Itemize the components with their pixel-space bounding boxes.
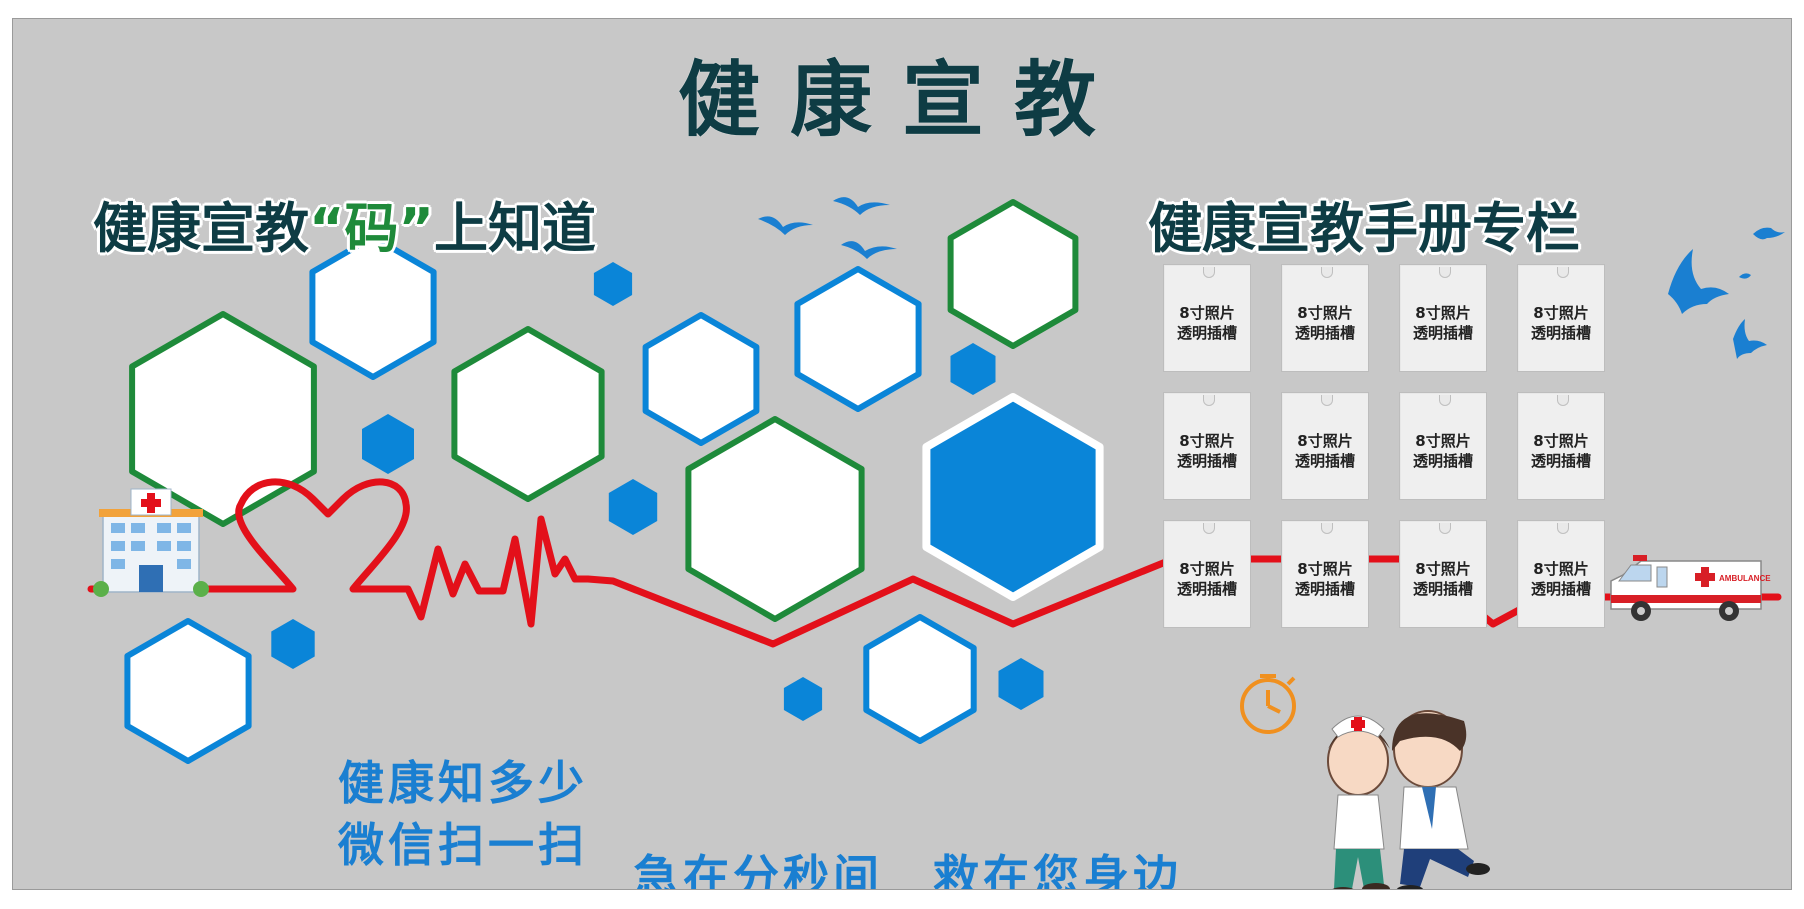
hexagon-dot bbox=[608, 479, 658, 535]
hexagon-frame bbox=[947, 199, 1079, 349]
slot-notch bbox=[1518, 265, 1604, 279]
hexagon-frame bbox=[794, 266, 922, 412]
slot-label: 8寸照片透明插槽 bbox=[1282, 559, 1368, 599]
hexagon-frame bbox=[129, 311, 317, 527]
bird-icon bbox=[758, 197, 897, 259]
slot-label-line-2: 透明插槽 bbox=[1412, 452, 1473, 470]
slot-label-line-2: 透明插槽 bbox=[1412, 580, 1473, 598]
slot-notch bbox=[1282, 521, 1368, 535]
photo-slot: 8寸照片透明插槽 bbox=[1163, 264, 1251, 372]
slot-label-line-2: 透明插槽 bbox=[1294, 452, 1355, 470]
heartbeat-line bbox=[87, 478, 1782, 648]
slot-label: 8寸照片透明插槽 bbox=[1400, 303, 1486, 343]
slot-label-line-1: 8寸照片 bbox=[1533, 432, 1589, 450]
health-education-board: AMBULANCE 健康宣教 健康宣教“码”上知道 健康宣教手册专栏 8寸照 bbox=[12, 18, 1792, 890]
photo-slot: 8寸照片透明插槽 bbox=[1163, 520, 1251, 628]
qr-slogan-line-2: 微信扫一扫 bbox=[338, 818, 588, 872]
doctor-nurse-illustration bbox=[1327, 710, 1490, 889]
slot-label-line-1: 8寸照片 bbox=[1533, 304, 1589, 322]
hexagon-frame bbox=[642, 312, 760, 446]
slot-label: 8寸照片透明插槽 bbox=[1518, 303, 1604, 343]
photo-slot: 8寸照片透明插槽 bbox=[1517, 264, 1605, 372]
hospital-icon bbox=[93, 488, 209, 597]
hexagon-frame bbox=[685, 416, 865, 622]
slot-label-line-1: 8寸照片 bbox=[1415, 304, 1471, 322]
slot-label-line-1: 8寸照片 bbox=[1297, 432, 1353, 450]
slot-label-line-1: 8寸照片 bbox=[1179, 432, 1235, 450]
slot-label-line-1: 8寸照片 bbox=[1179, 304, 1235, 322]
slot-notch bbox=[1518, 521, 1604, 535]
slot-notch bbox=[1164, 265, 1250, 279]
qr-heading-highlight: “码” bbox=[309, 197, 434, 260]
slot-label: 8寸照片透明插槽 bbox=[1518, 431, 1604, 471]
hexagon-frame bbox=[309, 234, 437, 380]
bottom-slogan: 急在分秒间 救在您身边 bbox=[633, 850, 1183, 890]
dove-icon bbox=[1668, 227, 1785, 359]
hexagon-dot bbox=[950, 343, 996, 395]
slot-label-line-2: 透明插槽 bbox=[1412, 324, 1473, 342]
qr-heading-part-2: 上知道 bbox=[433, 197, 596, 260]
qr-heading-part-1: 健康宣教 bbox=[93, 197, 309, 260]
slot-label: 8寸照片透明插槽 bbox=[1164, 431, 1250, 471]
photo-slot: 8寸照片透明插槽 bbox=[1399, 264, 1487, 372]
slot-label-line-2: 透明插槽 bbox=[1294, 324, 1355, 342]
slot-label-line-2: 透明插槽 bbox=[1176, 580, 1237, 598]
board-artwork: AMBULANCE bbox=[87, 197, 1785, 889]
slot-notch bbox=[1400, 265, 1486, 279]
slot-label-line-2: 透明插槽 bbox=[1176, 324, 1237, 342]
ambulance-label: AMBULANCE bbox=[1719, 574, 1771, 583]
slot-label: 8寸照片透明插槽 bbox=[1400, 559, 1486, 599]
photo-slot: 8寸照片透明插槽 bbox=[1517, 392, 1605, 500]
slot-label-line-1: 8寸照片 bbox=[1415, 560, 1471, 578]
hexagon-photo-frames bbox=[124, 199, 1104, 764]
hexagon-dot bbox=[593, 262, 633, 306]
slot-label-line-2: 透明插槽 bbox=[1176, 452, 1237, 470]
slot-label: 8寸照片透明插槽 bbox=[1282, 303, 1368, 343]
photo-slot: 8寸照片透明插槽 bbox=[1281, 520, 1369, 628]
hexagon-frame bbox=[922, 393, 1104, 601]
photo-slot: 8寸照片透明插槽 bbox=[1399, 520, 1487, 628]
slot-notch bbox=[1282, 265, 1368, 279]
photo-slot: 8寸照片透明插槽 bbox=[1399, 392, 1487, 500]
slot-label-line-2: 透明插槽 bbox=[1530, 580, 1591, 598]
slot-notch bbox=[1164, 393, 1250, 407]
hexagon-frame bbox=[451, 326, 605, 502]
hexagon-frame bbox=[124, 618, 252, 764]
slot-label-line-2: 透明插槽 bbox=[1294, 580, 1355, 598]
hexagon-dot bbox=[783, 677, 823, 721]
hexagon-frame bbox=[863, 614, 977, 744]
slot-label-line-1: 8寸照片 bbox=[1297, 304, 1353, 322]
slot-label: 8寸照片透明插槽 bbox=[1164, 303, 1250, 343]
slot-label: 8寸照片透明插槽 bbox=[1518, 559, 1604, 599]
slot-label: 8寸照片透明插槽 bbox=[1400, 431, 1486, 471]
handbook-section-heading: 健康宣教手册专栏 bbox=[1148, 197, 1580, 260]
slot-label-line-1: 8寸照片 bbox=[1415, 432, 1471, 450]
slot-notch bbox=[1518, 393, 1604, 407]
photo-slot: 8寸照片透明插槽 bbox=[1517, 520, 1605, 628]
photo-slot: 8寸照片透明插槽 bbox=[1281, 392, 1369, 500]
slot-label-line-2: 透明插槽 bbox=[1530, 324, 1591, 342]
ambulance-icon: AMBULANCE bbox=[1610, 555, 1771, 621]
page-title: 健康宣教 bbox=[677, 53, 1126, 148]
slot-notch bbox=[1164, 521, 1250, 535]
slot-label-line-1: 8寸照片 bbox=[1533, 560, 1589, 578]
qr-section-heading: 健康宣教“码”上知道 bbox=[93, 184, 596, 263]
slot-label-line-2: 透明插槽 bbox=[1530, 452, 1591, 470]
qr-slogan-line-1: 健康知多少 bbox=[338, 756, 588, 810]
slot-label-line-1: 8寸照片 bbox=[1179, 560, 1235, 578]
hexagon-dot bbox=[362, 414, 414, 474]
slot-notch bbox=[1400, 521, 1486, 535]
hexagon-dot bbox=[998, 658, 1044, 710]
hexagon-dot bbox=[271, 619, 315, 669]
slot-notch bbox=[1400, 393, 1486, 407]
photo-slot: 8寸照片透明插槽 bbox=[1163, 392, 1251, 500]
photo-slot: 8寸照片透明插槽 bbox=[1281, 264, 1369, 372]
slot-notch bbox=[1282, 393, 1368, 407]
slot-label-line-1: 8寸照片 bbox=[1297, 560, 1353, 578]
slot-label: 8寸照片透明插槽 bbox=[1164, 559, 1250, 599]
slot-label: 8寸照片透明插槽 bbox=[1282, 431, 1368, 471]
stopwatch-icon bbox=[1240, 674, 1296, 734]
